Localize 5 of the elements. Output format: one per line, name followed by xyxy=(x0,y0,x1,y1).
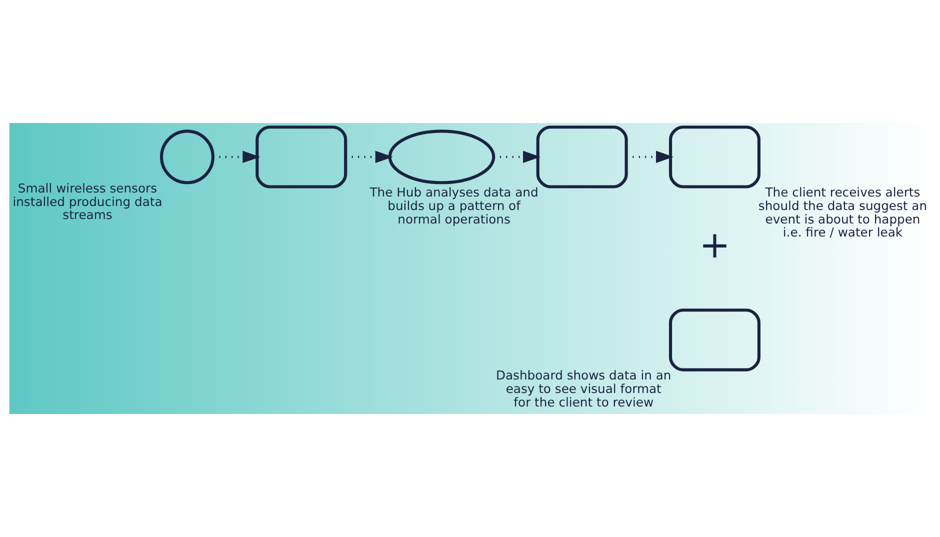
node-label: Dashboard shows data in an easy to see visual format for the client to review xyxy=(496,368,672,410)
label: + xyxy=(699,224,730,266)
node-label: The client receives alerts should the data suggest an event is about to happen i.e. fire / water leak xyxy=(758,186,928,240)
node-label: Small wireless sensors installed producing data streams xyxy=(12,182,162,222)
node-label: The Hub analyses data and builds up a pattern of normal operations xyxy=(370,186,538,226)
